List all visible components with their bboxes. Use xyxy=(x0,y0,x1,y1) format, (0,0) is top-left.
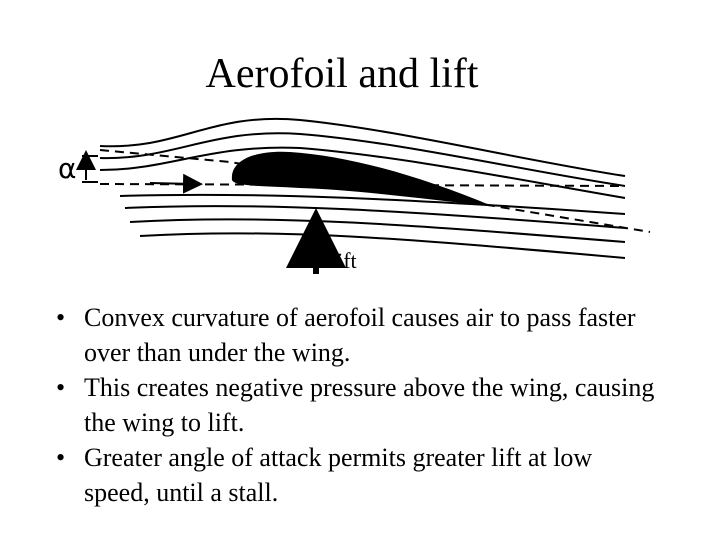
lift-label: lift xyxy=(331,248,357,273)
airflow-arrow-icon xyxy=(149,173,203,194)
streamline xyxy=(99,117,626,177)
streamline xyxy=(99,132,626,187)
slide-title: Aerofoil and lift xyxy=(205,51,479,97)
streamline xyxy=(139,232,626,259)
angle-symbol: α xyxy=(58,152,76,185)
aerofoil-shape xyxy=(231,151,493,206)
bullet-item: Greater angle of attack permits greater … xyxy=(56,440,656,510)
angle-of-attack-indicator: α xyxy=(58,150,98,185)
streamline xyxy=(119,193,626,215)
bullet-item: This creates negative pressure above the… xyxy=(56,370,656,440)
bullet-item: Convex curvature of aerofoil causes air … xyxy=(56,300,656,370)
aerofoil-diagram: α lift xyxy=(58,117,651,274)
bullet-list: Convex curvature of aerofoil causes air … xyxy=(56,300,656,510)
streamlines-upper xyxy=(99,117,626,199)
streamlines-lower xyxy=(119,193,626,259)
streamline xyxy=(99,146,626,199)
